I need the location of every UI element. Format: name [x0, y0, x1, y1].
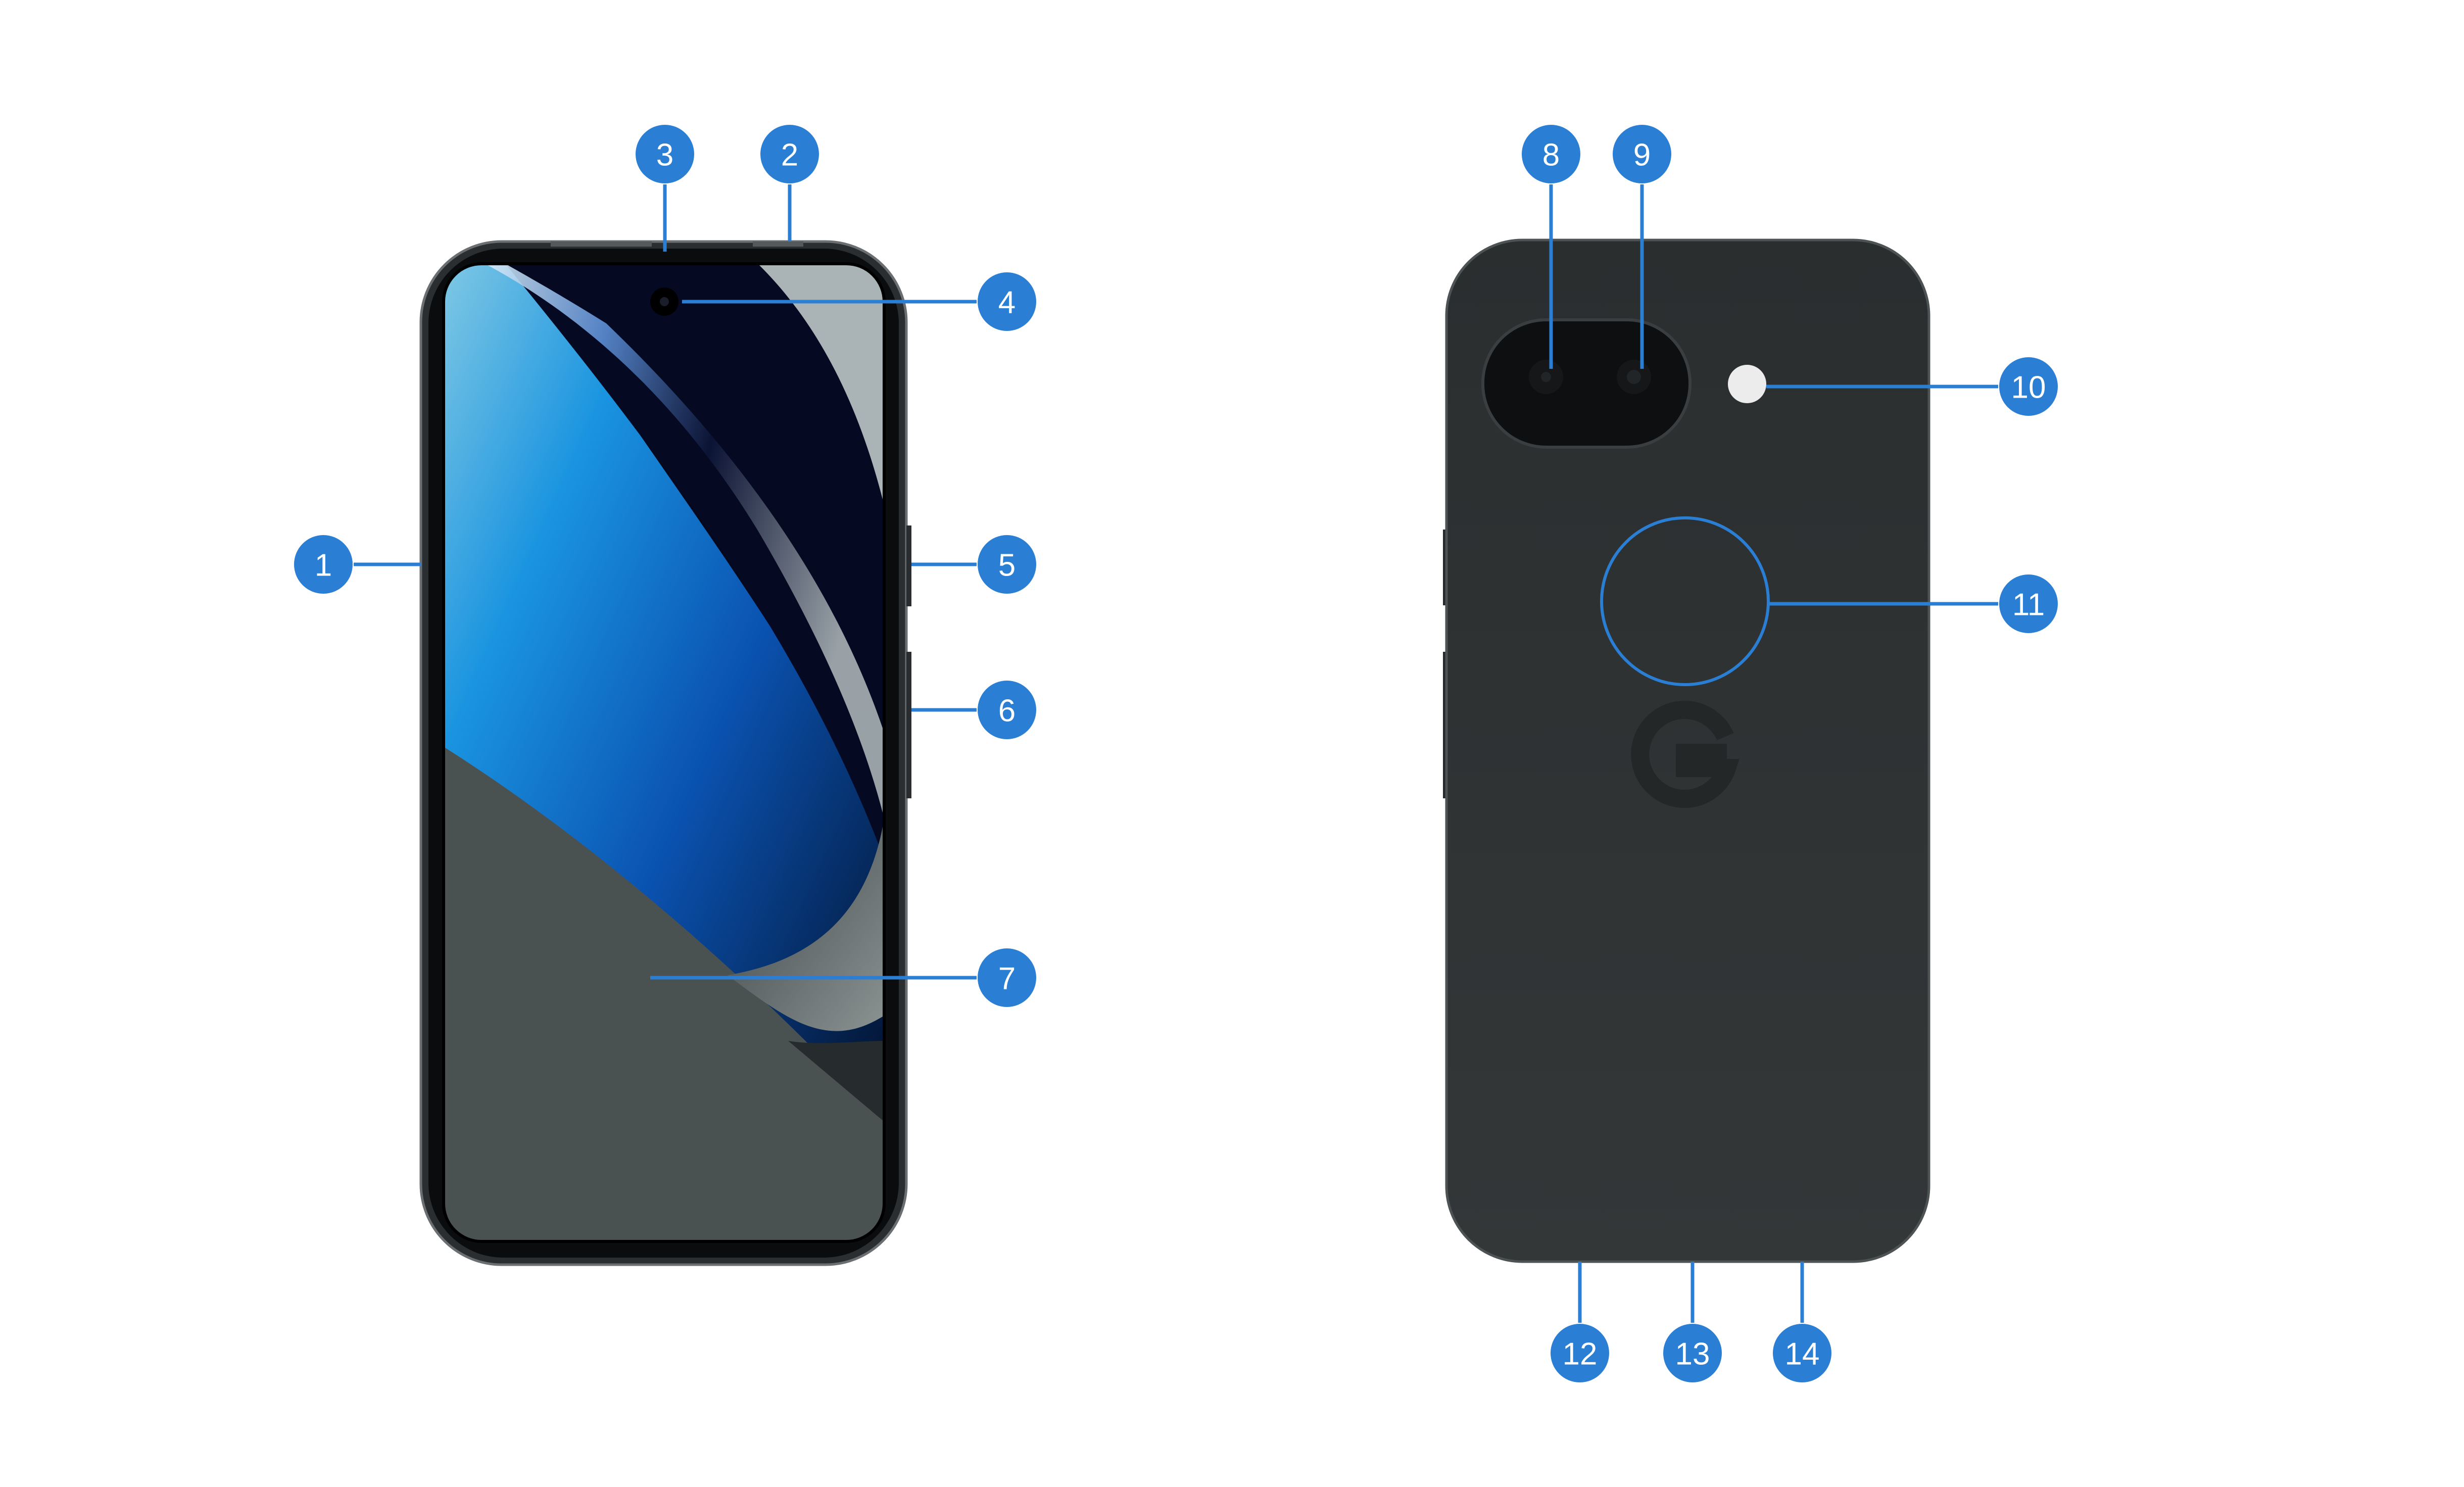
- nfc-area: [1600, 516, 1770, 686]
- callout-number-1: 1: [315, 548, 332, 583]
- callout-number-8: 8: [1542, 138, 1560, 173]
- callout-marker-13: 13: [1663, 1324, 1722, 1382]
- phone-front-view: [419, 240, 911, 1266]
- callout-circle-12: [1551, 1324, 1609, 1382]
- flash-icon: [1728, 365, 1766, 403]
- callout-marker-9: 9: [1613, 125, 1671, 183]
- callout-number-10: 10: [2011, 370, 2046, 405]
- callout-circle-10: [1999, 357, 2058, 416]
- callout-circle-14: [1773, 1324, 1831, 1382]
- callout-circle-1: [294, 535, 353, 594]
- callout-number-13: 13: [1675, 1337, 1710, 1372]
- callout-circle-11: [1999, 574, 2058, 633]
- callout-number-6: 6: [998, 694, 1016, 729]
- google-g-logo-icon: [1631, 700, 1740, 808]
- callout-marker-5: 5: [978, 535, 1036, 594]
- callout-number-5: 5: [998, 548, 1016, 583]
- callout-number-2: 2: [781, 138, 798, 173]
- callout-number-9: 9: [1633, 138, 1651, 173]
- callout-circle-2: [760, 125, 819, 183]
- wide-camera-lens-icon: [1529, 360, 1563, 394]
- callout-circle-3: [636, 125, 694, 183]
- callout-circle-13: [1663, 1324, 1722, 1382]
- callout-marker-4: 4: [978, 272, 1036, 331]
- camera-bar: [1481, 318, 1692, 449]
- callout-marker-10: 10: [1999, 357, 2058, 416]
- volume-button: [906, 652, 911, 798]
- callout-marker-1: 1: [294, 535, 353, 594]
- callout-marker-6: 6: [978, 681, 1036, 739]
- callout-number-7: 7: [998, 962, 1016, 996]
- callout-marker-3: 3: [636, 125, 694, 183]
- callout-circle-8: [1522, 125, 1580, 183]
- callout-circle-7: [978, 948, 1036, 1007]
- callout-marker-8: 8: [1522, 125, 1580, 183]
- callout-number-4: 4: [998, 285, 1016, 320]
- callout-marker-14: 14: [1773, 1324, 1831, 1382]
- callout-number-14: 14: [1785, 1337, 1820, 1372]
- callout-number-11: 11: [2012, 588, 2045, 622]
- callout-number-3: 3: [656, 138, 673, 173]
- front-screen: [444, 264, 884, 1241]
- callout-marker-7: 7: [978, 948, 1036, 1007]
- callout-circle-5: [978, 535, 1036, 594]
- callout-marker-2: 2: [760, 125, 819, 183]
- callout-marker-12: 12: [1551, 1324, 1609, 1382]
- camera-lens-icon: [650, 287, 679, 316]
- ultrawide-camera-lens-icon: [1617, 360, 1651, 394]
- callout-circle-9: [1613, 125, 1671, 183]
- callout-circle-6: [978, 681, 1036, 739]
- callout-circle-4: [978, 272, 1036, 331]
- power-button: [906, 525, 911, 606]
- callout-number-12: 12: [1563, 1337, 1598, 1372]
- phone-back-view: [1443, 238, 1930, 1263]
- callout-marker-11: 11: [1999, 574, 2058, 633]
